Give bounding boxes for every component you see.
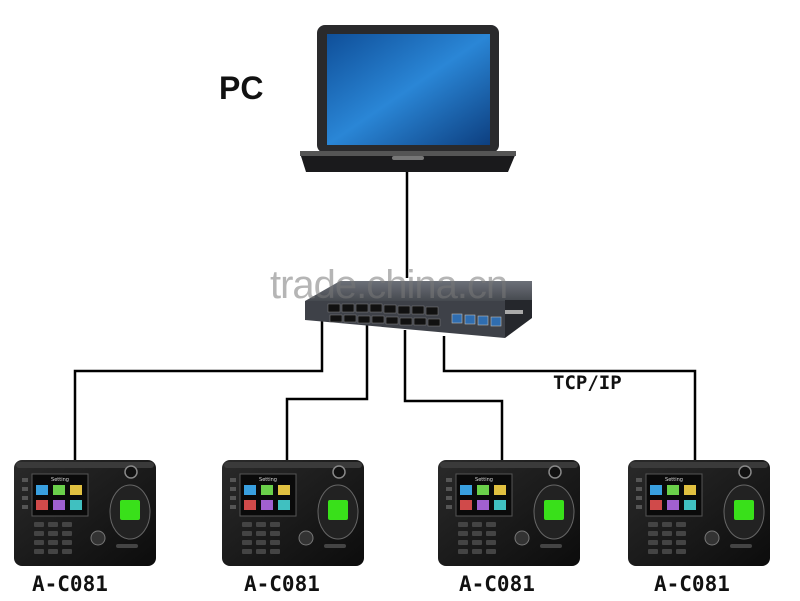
screen-title: Setting bbox=[475, 477, 493, 483]
device-label-4: A-C081 bbox=[654, 572, 730, 596]
cable-device-3 bbox=[403, 330, 504, 460]
access-terminal-2: Setting bbox=[222, 460, 364, 566]
access-terminal-3: Setting bbox=[438, 460, 580, 566]
device-label-3: A-C081 bbox=[459, 572, 535, 596]
screen-title: Setting bbox=[259, 477, 277, 483]
fingerprint-sensor-icon bbox=[734, 500, 754, 520]
access-devices: Setting Setting Setting Setting bbox=[14, 460, 770, 566]
protocol-label: TCP/IP bbox=[553, 372, 622, 394]
device-label-1: A-C081 bbox=[32, 572, 108, 596]
fingerprint-sensor-icon bbox=[120, 500, 140, 520]
cable-device-2 bbox=[285, 318, 369, 460]
screen-title: Setting bbox=[665, 477, 683, 483]
fingerprint-sensor-icon bbox=[328, 500, 348, 520]
fingerprint-sensor-icon bbox=[544, 500, 564, 520]
network-switch-icon bbox=[305, 281, 532, 338]
watermark-text: trade.china.cn bbox=[270, 263, 508, 307]
laptop-icon bbox=[300, 25, 516, 172]
network-cables bbox=[73, 172, 697, 460]
device-label-2: A-C081 bbox=[244, 572, 320, 596]
cable-device-1 bbox=[73, 314, 324, 460]
access-terminal-4: Setting bbox=[628, 460, 770, 566]
screen-title: Setting bbox=[51, 477, 69, 483]
pc-label: PC bbox=[219, 70, 264, 106]
cable-device-4 bbox=[442, 336, 697, 460]
access-terminal-1: Setting bbox=[14, 460, 156, 566]
